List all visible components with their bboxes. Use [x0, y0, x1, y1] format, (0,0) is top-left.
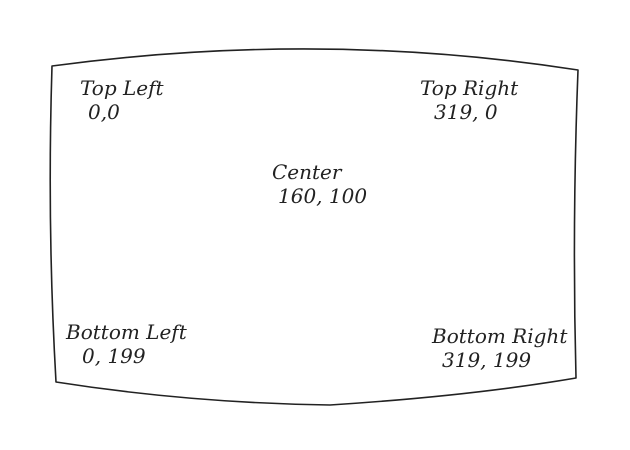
top-right-label: Top Right 319, 0	[420, 76, 518, 124]
top-left-label: Top Left 0,0	[80, 76, 164, 124]
screen-border	[49, 48, 579, 406]
center-coords: 160, 100	[278, 184, 368, 208]
top-left-name: Top Left	[80, 76, 164, 100]
center-label: Center 160, 100	[272, 160, 367, 208]
bottom-right-coords: 319, 199	[442, 348, 532, 372]
top-right-name: Top Right	[420, 76, 519, 100]
top-right-coords: 319, 0	[434, 100, 498, 124]
bottom-right-name: Bottom Right	[432, 324, 568, 348]
bottom-left-label: Bottom Left 0, 199	[66, 320, 187, 368]
bottom-left-name: Bottom Left	[66, 320, 187, 344]
bottom-right-label: Bottom Right 319, 199	[432, 324, 567, 372]
center-name: Center	[272, 160, 342, 184]
top-left-coords: 0,0	[88, 100, 120, 124]
bottom-left-coords: 0, 199	[82, 344, 146, 368]
